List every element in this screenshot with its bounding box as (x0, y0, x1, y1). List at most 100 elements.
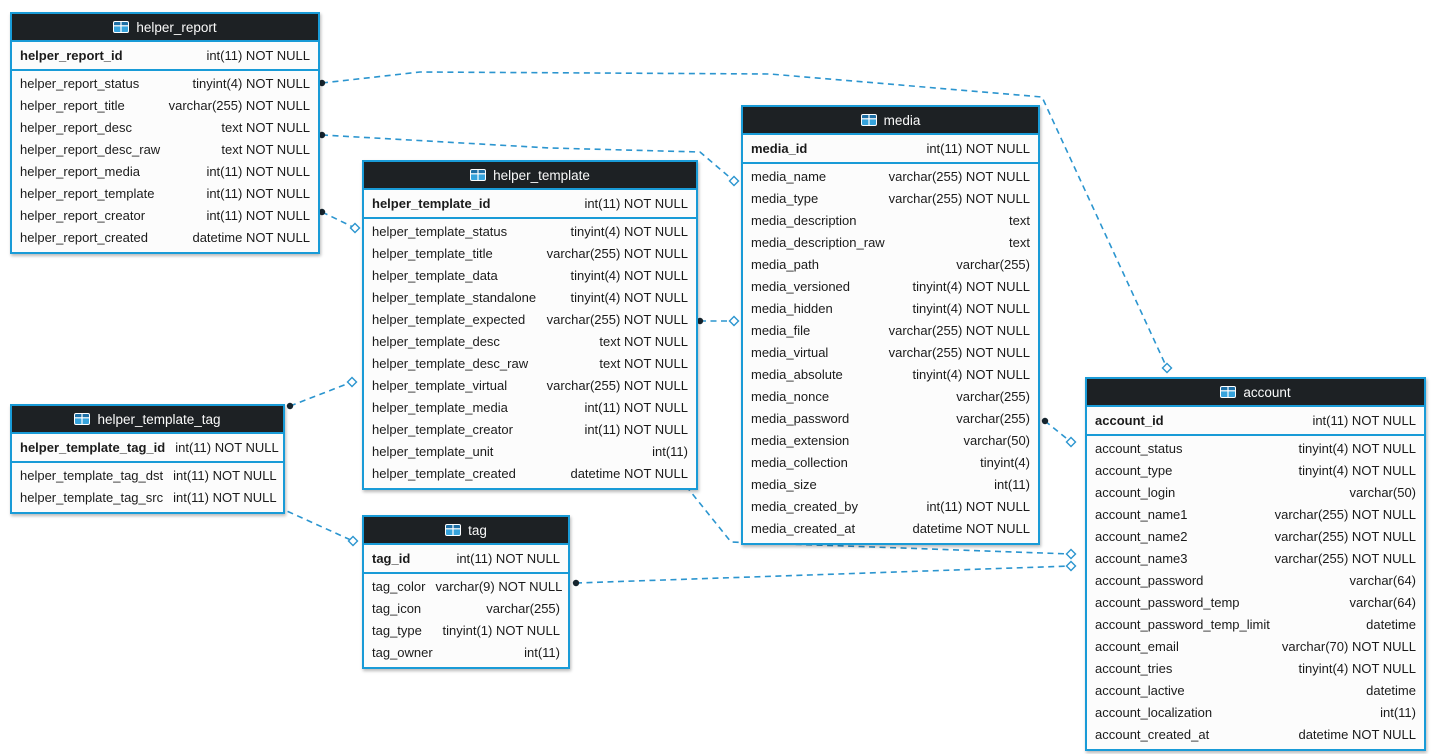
column-type: tinyint(4) NOT NULL (1298, 463, 1416, 478)
column-type: varchar(255) NOT NULL (546, 246, 688, 261)
column-type: varchar(255) NOT NULL (888, 345, 1030, 360)
table-title: helper_report (136, 19, 217, 35)
table-header-helper_template_tag[interactable]: helper_template_tag (12, 406, 283, 434)
column-type: text NOT NULL (599, 334, 688, 349)
column-name: helper_report_status (20, 76, 140, 91)
column-type: varchar(255) NOT NULL (546, 312, 688, 327)
column-name: tag_type (372, 623, 422, 638)
table-header-helper_template[interactable]: helper_template (364, 162, 696, 190)
column-name: account_login (1095, 485, 1176, 500)
column-name: helper_template_desc_raw (372, 356, 529, 371)
table-header-media[interactable]: media (743, 107, 1038, 135)
column-name: helper_template_tag_id (20, 440, 166, 455)
column-name: helper_report_template (20, 186, 155, 201)
column-name: helper_template_unit (372, 444, 494, 459)
table-header-tag[interactable]: tag (364, 517, 568, 545)
column-name: helper_report_id (20, 48, 123, 63)
column-name: media_nonce (751, 389, 830, 404)
table-icon (860, 114, 877, 126)
table-icon (1220, 386, 1237, 398)
relationship-source-dot (318, 79, 326, 87)
table-icon (113, 21, 130, 33)
relationship-source-dot (696, 317, 704, 325)
relationship-source-dot (286, 402, 294, 410)
table-header-helper_report[interactable]: helper_report (12, 14, 318, 42)
relationship-source-dot (318, 208, 326, 216)
column-name: helper_report_media (20, 164, 140, 179)
relationship-target-diamond (1065, 560, 1077, 572)
table-header-account[interactable]: account (1087, 379, 1424, 407)
